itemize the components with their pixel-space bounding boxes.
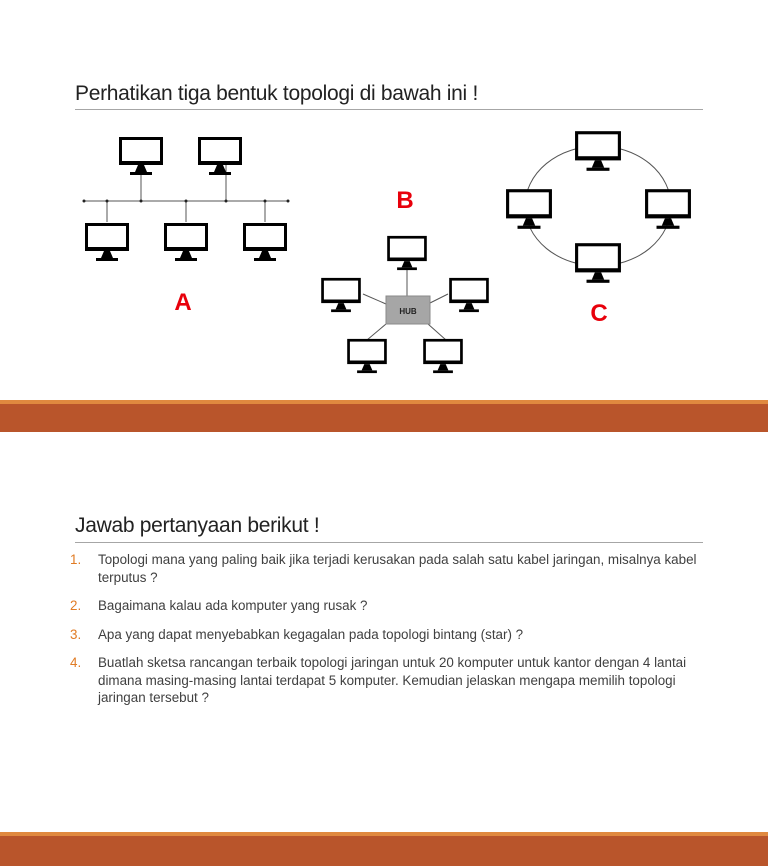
computer-icon [506, 189, 552, 229]
label-c: C [590, 300, 607, 327]
bottom-band [0, 832, 768, 866]
ring-topology-diagram [506, 131, 691, 283]
label-a: A [174, 289, 191, 316]
hub-box [385, 295, 431, 325]
computer-icon [575, 243, 621, 283]
question-number: 2. [70, 598, 82, 613]
list-item: 2. Bagaimana kalau ada komputer yang rus… [70, 597, 710, 615]
svg-text:B: B [396, 187, 413, 214]
question-number: 3. [70, 626, 82, 642]
question-text: Apa yang dapat menyebabkan kegagalan pad… [98, 626, 524, 642]
question-text: Buatlah sketsa rancangan terbaik topolog… [98, 655, 687, 705]
label-b: B [396, 187, 413, 214]
slide-topologies: Perhatikan tiga bentuk topologi di bawah… [0, 0, 768, 400]
question-text: Topologi mana yang paling baik jika terj… [98, 552, 697, 585]
computer-icon [198, 137, 242, 175]
list-item: 4. Buatlah sketsa rancangan terbaik topo… [70, 654, 710, 707]
computer-icon [321, 277, 361, 313]
slide-divider-accent [0, 400, 768, 404]
computer-icon [423, 338, 463, 374]
computer-icon [164, 223, 208, 261]
title-rule [75, 542, 703, 543]
hub-label: HUB [399, 307, 417, 316]
computer-icon [387, 235, 427, 271]
computer-icon [575, 131, 621, 171]
question-number: 1. [70, 552, 82, 567]
computer-icon [119, 137, 163, 175]
computer-icon [449, 277, 489, 313]
title-rule [75, 109, 703, 110]
slide-questions: Jawab pertanyaan berikut ! 1. Topologi m… [0, 432, 768, 832]
slide-title: Perhatikan tiga bentuk topologi di bawah… [75, 82, 478, 105]
slide-title: Jawab pertanyaan berikut ! [75, 514, 320, 537]
question-text: Bagaimana kalau ada komputer yang rusak … [98, 598, 368, 613]
list-item: 3. Apa yang dapat menyebabkan kegagalan … [70, 626, 710, 644]
svg-text:C: C [590, 300, 607, 327]
bus-topology-diagram [82, 137, 290, 261]
svg-text:A: A [174, 289, 191, 316]
computer-icon [645, 189, 691, 229]
computer-icon [85, 223, 129, 261]
question-list: 1. Topologi mana yang paling baik jika t… [70, 551, 710, 718]
bottom-band-accent [0, 832, 768, 836]
star-topology-diagram: HUB [321, 235, 489, 374]
list-item: 1. Topologi mana yang paling baik jika t… [70, 551, 710, 586]
computer-icon [243, 223, 287, 261]
question-number: 4. [70, 655, 82, 670]
slide-divider-band [0, 400, 768, 432]
computer-icon [347, 338, 387, 374]
